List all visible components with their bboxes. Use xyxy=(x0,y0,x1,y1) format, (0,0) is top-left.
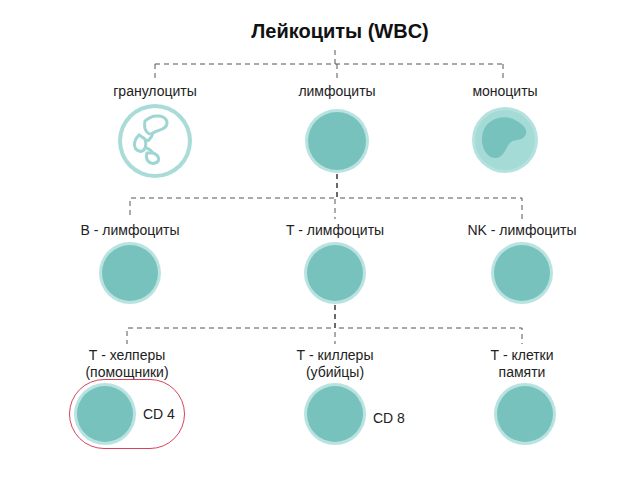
lym-cell xyxy=(303,241,367,305)
cell-label: Т - киллеры (убийцы) xyxy=(283,347,387,381)
cell-circle xyxy=(493,382,557,446)
cell-circle xyxy=(303,241,367,305)
cell-node: гранулоциты xyxy=(80,83,230,179)
cell-label: NK - лимфоциты xyxy=(467,222,576,239)
lym-cell xyxy=(493,382,557,446)
cell-label: лимфоциты xyxy=(298,83,375,100)
cell-label: В - лимфоциты xyxy=(80,222,179,239)
cell-circle: CD 4 xyxy=(73,382,137,446)
dashed-connector xyxy=(335,305,522,344)
cell-node: Т - киллеры (убийцы)CD 8 xyxy=(270,347,400,446)
cell-label: Т - лимфоциты xyxy=(286,222,384,239)
lym-cell xyxy=(303,382,367,446)
dashed-connector xyxy=(130,174,337,219)
cell-node: Т - хелперы (помощники)CD 4 xyxy=(62,347,192,446)
cell-node: Т - клетки памяти xyxy=(467,347,577,446)
marker-label: CD 4 xyxy=(143,406,175,423)
dashed-connector xyxy=(127,305,335,344)
cell-circle xyxy=(304,108,370,174)
cell-circle: CD 8 xyxy=(303,382,367,446)
cell-node: моноциты xyxy=(430,83,580,174)
lym-cell xyxy=(98,241,162,305)
cell-circle xyxy=(117,103,193,179)
marker-label: CD 8 xyxy=(373,410,405,427)
cell-label: Т - хелперы (помощники) xyxy=(71,347,183,381)
cell-circle xyxy=(490,241,554,305)
gran-cell xyxy=(117,103,193,179)
cell-label: моноциты xyxy=(472,83,537,100)
cell-circle xyxy=(98,241,162,305)
cell-node: В - лимфоциты xyxy=(50,222,210,305)
cell-node: лимфоциты xyxy=(262,83,412,174)
cell-label: гранулоциты xyxy=(113,83,197,100)
dashed-connector xyxy=(337,174,522,219)
cell-circle xyxy=(471,106,539,174)
lym-cell xyxy=(304,108,370,174)
cell-node: Т - лимфоциты xyxy=(255,222,415,305)
cell-label: Т - клетки памяти xyxy=(476,347,568,381)
cell-node: NK - лимфоциты xyxy=(437,222,607,305)
dashed-branch xyxy=(155,50,503,82)
lym-cell xyxy=(490,241,554,305)
lym-cell xyxy=(73,382,137,446)
diagram-title: Лейкоциты (WBC) xyxy=(40,20,640,43)
mono-cell xyxy=(471,106,539,174)
